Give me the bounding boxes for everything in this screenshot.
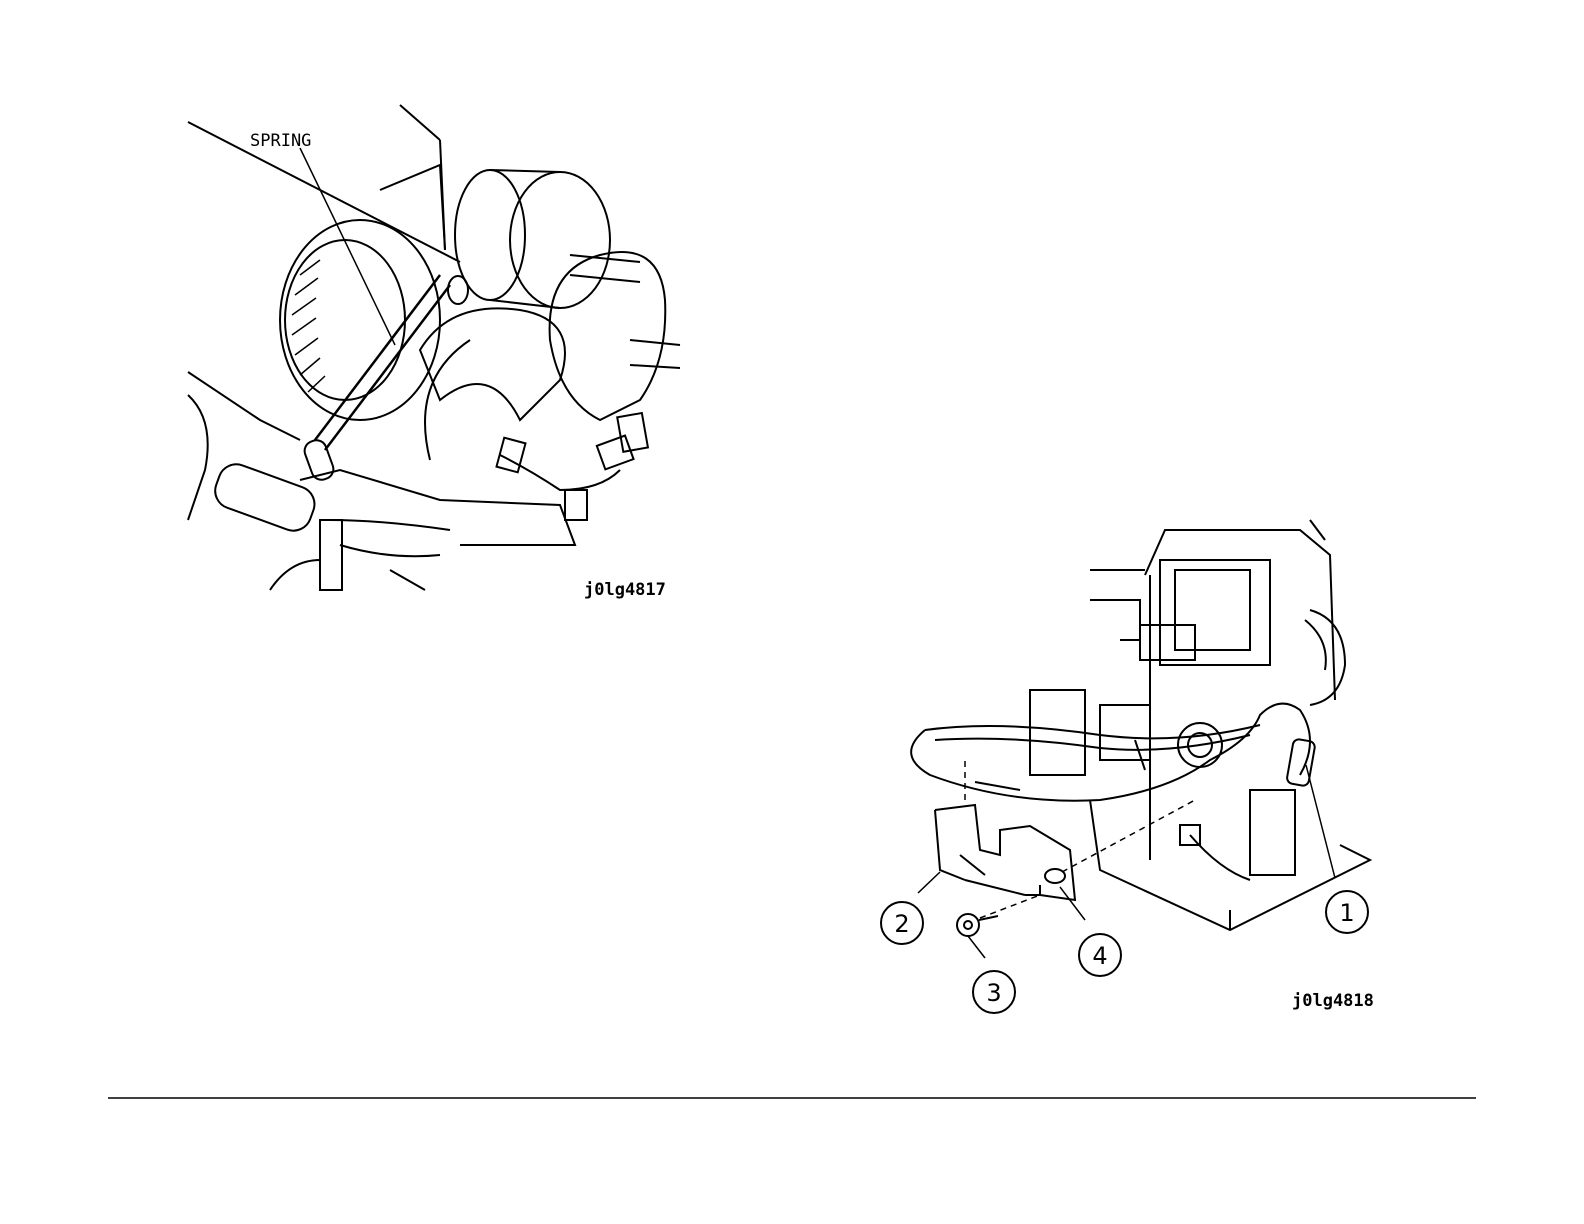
- spring-callout-label: SPRING: [250, 131, 311, 151]
- assembly-illustration: [911, 520, 1370, 958]
- callout-3-label: 3: [986, 979, 1001, 1007]
- figure-left-id-label: j0lg4817: [584, 580, 666, 600]
- callout-1-label: 1: [1339, 899, 1354, 927]
- callout-2-label: 2: [894, 910, 909, 938]
- callout-4-label: 4: [1092, 942, 1107, 970]
- figure-right-id-label: j0lg4818: [1292, 991, 1374, 1011]
- spring-illustration: [188, 105, 680, 590]
